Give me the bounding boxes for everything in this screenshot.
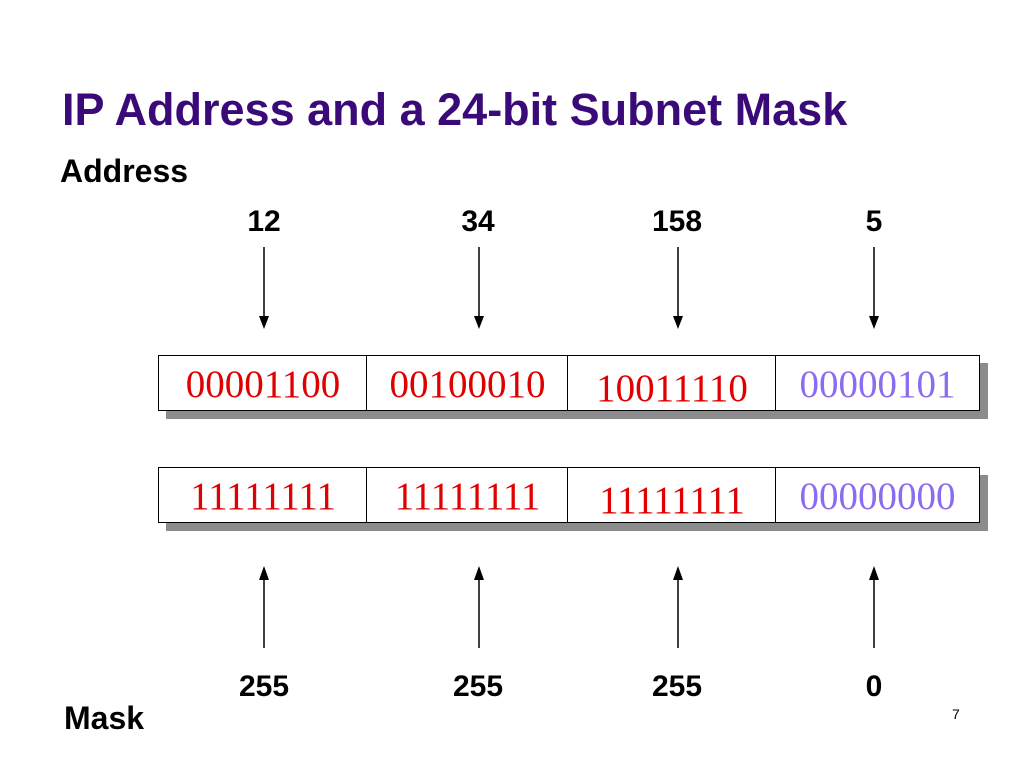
mask-arrowhead-2 — [474, 566, 484, 580]
mask-binary-row: 11111111 11111111 11111111 00000000 — [158, 467, 980, 523]
mask-octet-4-binary-cell: 00000000 — [775, 467, 980, 523]
address-octet-2-binary-cell: 00100010 — [366, 355, 569, 411]
page-number: 7 — [952, 706, 960, 722]
mask-octet-2-decimal: 255 — [452, 670, 504, 703]
slide-title: IP Address and a 24-bit Subnet Mask — [62, 84, 848, 135]
address-arrowhead-2 — [474, 316, 484, 329]
mask-octet-3-binary: 11111111 — [599, 479, 745, 522]
address-arrowhead-1 — [259, 316, 269, 329]
mask-arrows — [259, 566, 879, 648]
address-octet-3-binary: 10011110 — [596, 367, 748, 410]
address-arrows — [259, 247, 879, 329]
mask-octet-2-binary: 11111111 — [394, 475, 541, 518]
mask-octet-1-binary-cell: 11111111 — [158, 467, 368, 523]
mask-octet-4-binary: 00000000 — [799, 475, 956, 518]
mask-octet-3-binary-cell: 11111111 — [567, 467, 777, 523]
mask-octet-4-decimal: 0 — [865, 670, 883, 703]
address-octet-4-decimal: 5 — [865, 205, 883, 238]
address-arrowhead-3 — [673, 316, 683, 329]
address-octet-4-binary: 00000101 — [799, 363, 956, 406]
mask-octet-1-decimal: 255 — [238, 670, 290, 703]
address-octet-2-binary: 00100010 — [389, 363, 546, 406]
address-octet-4-binary-cell: 00000101 — [775, 355, 980, 411]
mask-arrowhead-4 — [869, 566, 879, 580]
address-octet-3-decimal: 158 — [651, 205, 703, 238]
mask-octet-2-binary-cell: 11111111 — [366, 467, 569, 523]
mask-octet-1-binary: 11111111 — [190, 475, 336, 518]
address-octet-1-binary: 00001100 — [185, 363, 341, 406]
mask-arrowhead-3 — [673, 566, 683, 580]
address-octet-2-decimal: 34 — [461, 205, 495, 238]
address-octet-1-binary-cell: 00001100 — [158, 355, 368, 411]
address-octet-1-decimal: 12 — [247, 205, 281, 238]
mask-octet-3-decimal: 255 — [651, 670, 703, 703]
address-binary-row: 00001100 00100010 10011110 00000101 — [158, 355, 980, 411]
mask-label: Mask — [64, 700, 145, 736]
mask-arrowhead-1 — [259, 566, 269, 580]
address-octet-3-binary-cell: 10011110 — [567, 355, 777, 411]
address-label: Address — [60, 153, 189, 189]
address-arrowhead-4 — [869, 316, 879, 329]
